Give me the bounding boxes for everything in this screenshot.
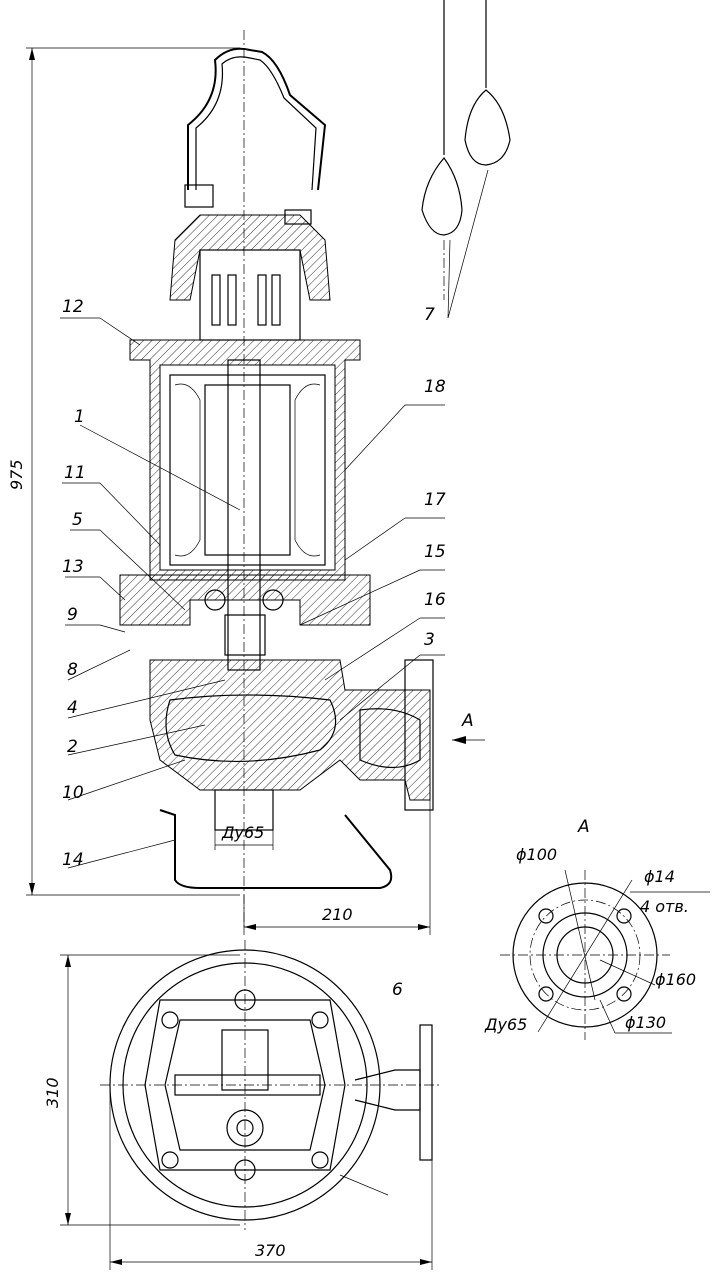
callout-16: 16 xyxy=(424,590,446,610)
dimension-du65: Ду65 xyxy=(214,823,274,850)
dimension-975: 975 xyxy=(7,47,240,896)
terminal-bolts xyxy=(211,274,281,326)
view-a-flange: A xyxy=(500,817,710,1040)
callout-13: 13 xyxy=(62,557,84,577)
callout-8: 8 xyxy=(67,660,78,680)
view-a-d100: ϕ100 xyxy=(516,845,557,864)
rotor xyxy=(204,384,291,556)
suction-inlet xyxy=(214,789,274,831)
cable-gland-left xyxy=(184,184,214,208)
view-a-title: A xyxy=(577,817,590,837)
mechanical-seal xyxy=(224,614,266,656)
dimension-370: 370 xyxy=(109,1090,433,1270)
callout-14: 14 xyxy=(62,850,84,870)
dimension-210: 210 xyxy=(243,800,431,935)
float-switches xyxy=(421,0,511,319)
callout-1: 1 xyxy=(74,407,85,427)
callout-17: 17 xyxy=(424,490,446,510)
leader-lines xyxy=(60,317,445,869)
discharge-flange xyxy=(404,659,434,811)
callout-3: 3 xyxy=(424,630,435,650)
svg-text:210: 210 xyxy=(322,905,353,924)
support-stand xyxy=(159,809,393,889)
stator xyxy=(169,374,326,566)
callout-7: 7 xyxy=(424,305,435,325)
svg-text:Ду65: Ду65 xyxy=(221,823,264,842)
stator-windings xyxy=(174,383,321,557)
callout-11: 11 xyxy=(64,463,86,483)
svg-text:370: 370 xyxy=(255,1241,286,1260)
view-a-d14: ϕ14 xyxy=(644,867,675,886)
top-cover xyxy=(169,214,331,301)
discharge-channel xyxy=(359,708,421,769)
callout-12: 12 xyxy=(62,297,84,317)
callout-4: 4 xyxy=(67,698,78,718)
view-a-d130: ϕ130 xyxy=(625,1013,666,1032)
callout-15: 15 xyxy=(424,542,446,562)
volute-casing xyxy=(149,659,431,801)
terminal-box xyxy=(199,249,301,341)
view-a-arrow: A xyxy=(452,711,485,744)
motor-housing xyxy=(129,339,361,581)
view-a-du65: Ду65 xyxy=(484,1015,527,1034)
callout-18: 18 xyxy=(424,377,446,397)
callout-5: 5 xyxy=(72,510,83,530)
svg-text:310: 310 xyxy=(43,1077,62,1108)
dim-975-label: 975 xyxy=(7,459,26,490)
bearing-housing xyxy=(119,574,371,626)
callout-6: 6 xyxy=(392,980,403,1000)
impeller xyxy=(165,694,337,762)
view-a-holes: 4 отв. xyxy=(640,897,689,916)
callout-10: 10 xyxy=(62,783,84,803)
plan-view xyxy=(100,940,440,1230)
callout-9: 9 xyxy=(67,605,78,625)
lifting-handle xyxy=(187,47,327,191)
view-a-d160: ϕ160 xyxy=(655,970,696,989)
dimension-310: 310 xyxy=(43,954,240,1226)
svg-text:A: A xyxy=(461,711,474,731)
callout-2: 2 xyxy=(67,737,78,757)
shaft xyxy=(227,359,261,671)
bearings xyxy=(204,589,284,611)
